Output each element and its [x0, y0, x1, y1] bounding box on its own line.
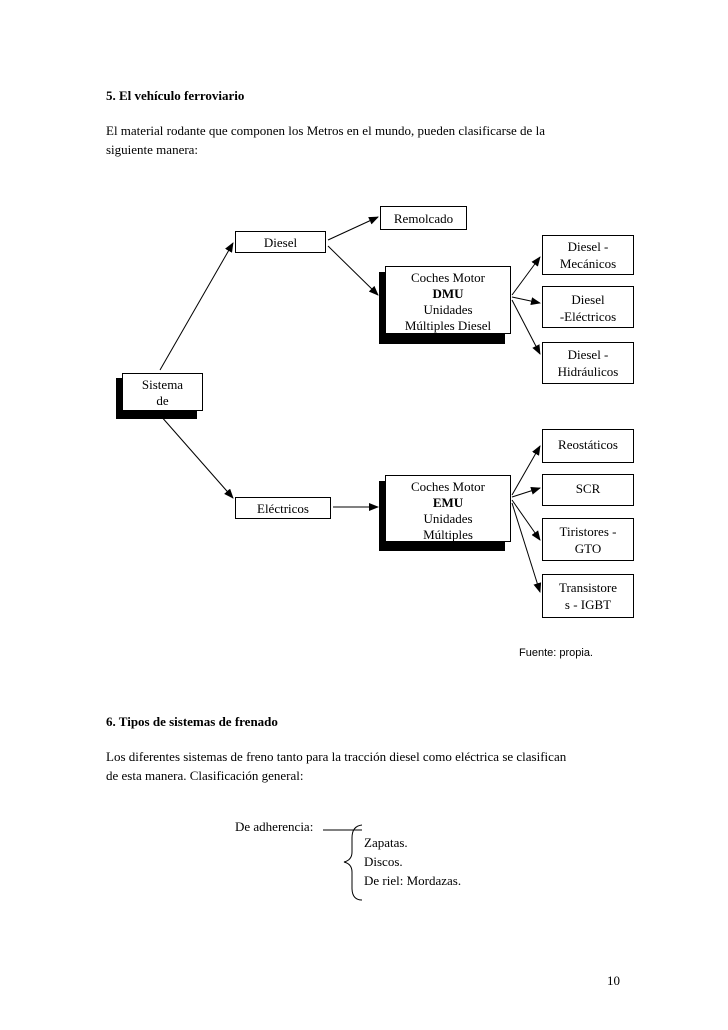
emu-type-line1: SCR [575, 481, 601, 496]
remolcado-box: Remolcado [380, 206, 467, 230]
dmu-box: Coches Motor DMU Unidades Múltiples Dies… [385, 266, 511, 334]
section-5-heading: 5. El vehículo ferroviario [106, 88, 245, 103]
dmu-type-line2: Mecánicos [559, 256, 617, 271]
dmu-line3: Unidades [423, 302, 473, 317]
section-5-paragraph-line2: siguiente manera: [106, 142, 199, 157]
emu-type-line2: GTO [574, 541, 602, 556]
emu-line2: EMU [432, 495, 464, 510]
section-6-paragraph-line2: de esta manera. Clasificación general: [106, 768, 304, 783]
dmu-line1: Coches Motor [410, 270, 486, 285]
section-5-paragraph: El material rodante que componen los Met… [106, 121, 666, 159]
source-note: Fuente: propia. [519, 647, 593, 659]
emu-type-box: SCR [542, 474, 634, 506]
frenado-list-item: Discos. [364, 854, 403, 869]
dmu-type-box: Diesel - Hidráulicos [542, 342, 634, 384]
emu-line1: Coches Motor [410, 479, 486, 494]
frenado-list-item: Zapatas. [364, 835, 408, 850]
emu-line3: Unidades [423, 511, 473, 526]
section-5-paragraph-line1: El material rodante que componen los Met… [106, 123, 545, 138]
diesel-label: Diesel [263, 235, 298, 250]
dmu-line4: Múltiples Diesel [404, 318, 492, 333]
dmu-type-box: Diesel -Eléctricos [542, 286, 634, 328]
diesel-box: Diesel [235, 231, 326, 253]
frenado-list-item: De riel: Mordazas. [364, 873, 462, 888]
root-box-line2: de [156, 393, 169, 408]
dmu-type-line1: Diesel - [567, 347, 609, 362]
root-box-line1: Sistema [141, 377, 184, 392]
electricos-box: Eléctricos [235, 497, 331, 519]
dmu-line2: DMU [432, 286, 464, 301]
page-number: 10 [607, 973, 620, 988]
dmu-type-line1: Diesel [571, 292, 605, 307]
emu-box: Coches Motor EMU Unidades Múltiples [385, 475, 511, 542]
section-6-heading: 6. Tipos de sistemas de frenado [106, 714, 278, 729]
dmu-type-line2: -Eléctricos [559, 309, 617, 324]
dmu-type-line2: Hidráulicos [557, 364, 619, 379]
dmu-type-box: Diesel - Mecánicos [542, 235, 634, 275]
dmu-type-line1: Diesel - [567, 239, 609, 254]
section-6-paragraph-line1: Los diferentes sistemas de freno tanto p… [106, 749, 567, 764]
emu-type-box: Reostáticos [542, 429, 634, 463]
remolcado-label: Remolcado [393, 211, 454, 226]
emu-type-box: Tiristores - GTO [542, 518, 634, 561]
section-6-paragraph: Los diferentes sistemas de freno tanto p… [106, 747, 666, 785]
root-box: Sistema de [122, 373, 203, 411]
emu-line4: Múltiples [423, 527, 473, 542]
emu-type-line1: Tiristores - [559, 524, 617, 539]
frenado-list: Zapatas. Discos. De riel: Mordazas. [364, 833, 461, 890]
electricos-label: Eléctricos [257, 501, 309, 516]
emu-type-box: Transistore s - IGBT [542, 574, 634, 618]
emu-type-line1: Reostáticos [558, 437, 618, 452]
emu-type-line2: s - IGBT [564, 597, 612, 612]
adherencia-label: De adherencia: [235, 819, 314, 834]
emu-type-line1: Transistore [558, 580, 618, 595]
